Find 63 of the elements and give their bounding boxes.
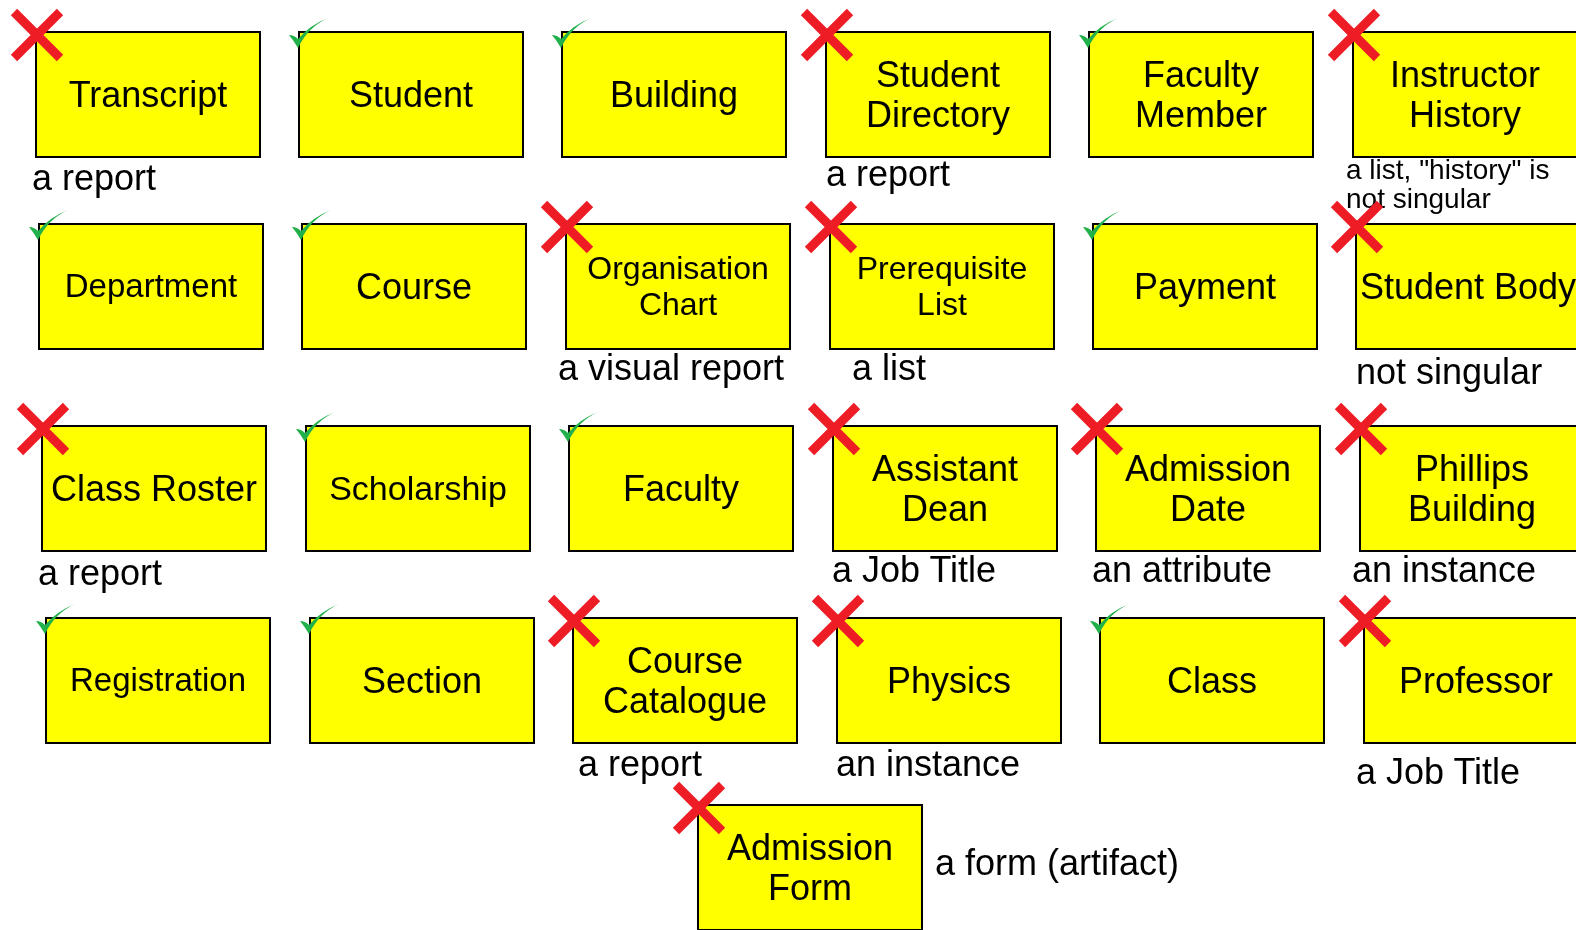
note-text: a report	[826, 154, 951, 194]
term-text: Scholarship	[329, 469, 507, 508]
note-text: a report	[38, 553, 163, 593]
term-box	[572, 617, 798, 744]
note-text: a Job Title	[1356, 752, 1521, 792]
term-text: Prerequisite List	[855, 251, 1029, 322]
note-text: an instance	[836, 744, 1021, 784]
term-box	[1099, 617, 1325, 744]
term-box	[565, 223, 791, 350]
term-text: Admission Form	[725, 827, 895, 908]
term-text: Professor	[1398, 660, 1554, 701]
term-text: Faculty Member	[1134, 54, 1268, 135]
note-text: a report	[578, 744, 703, 784]
note-text: a form (artifact)	[935, 843, 1180, 883]
note-text: an attribute	[1092, 550, 1273, 590]
term-text: Admission Date	[1123, 448, 1293, 529]
term-box	[1092, 223, 1318, 350]
term-box	[1088, 31, 1314, 158]
term-text: Instructor History	[1388, 54, 1541, 135]
term-box	[301, 223, 527, 350]
term-text: Class Roster	[50, 468, 258, 509]
term-box	[1363, 617, 1576, 744]
term-text: Student	[348, 74, 474, 115]
term-text: Organisation Chart	[586, 251, 770, 322]
term-text: Registration	[69, 662, 247, 699]
term-text: Course Catalogue	[601, 640, 769, 721]
term-text: Department	[64, 268, 238, 305]
term-text: Building	[609, 74, 739, 115]
note-text: a list	[852, 348, 927, 388]
term-box	[829, 223, 1055, 350]
term-text: Class	[1167, 660, 1257, 701]
term-text: Faculty	[622, 468, 739, 509]
note-text: a visual report	[558, 348, 785, 388]
term-text: Course	[355, 266, 473, 307]
term-box	[568, 425, 794, 552]
term-box	[305, 425, 531, 552]
term-box	[1352, 31, 1576, 158]
term-box	[825, 31, 1051, 158]
term-text: Transcript	[68, 74, 228, 115]
term-box	[35, 31, 261, 158]
term-box	[309, 617, 535, 744]
note-text: a report	[32, 158, 157, 198]
note-text: a Job Title	[832, 550, 997, 590]
term-text: Assistant Dean	[870, 448, 1020, 529]
term-text: Payment	[1133, 266, 1277, 307]
term-text: Section	[361, 660, 483, 701]
term-text: Student Body	[1359, 266, 1576, 307]
term-box	[1355, 223, 1576, 350]
term-box	[41, 425, 267, 552]
term-text: Phillips Building	[1406, 448, 1538, 529]
term-box	[561, 31, 787, 158]
term-box	[298, 31, 524, 158]
term-box	[38, 223, 264, 350]
term-text: Physics	[887, 660, 1011, 701]
term-box	[1095, 425, 1321, 552]
note-text: not singular	[1356, 352, 1543, 392]
term-box	[832, 425, 1058, 552]
term-box	[697, 804, 923, 930]
term-text: Student Directory	[865, 54, 1011, 135]
note-text: an instance	[1352, 550, 1537, 590]
term-box	[45, 617, 271, 744]
term-box	[1359, 425, 1576, 552]
term-box	[836, 617, 1062, 744]
